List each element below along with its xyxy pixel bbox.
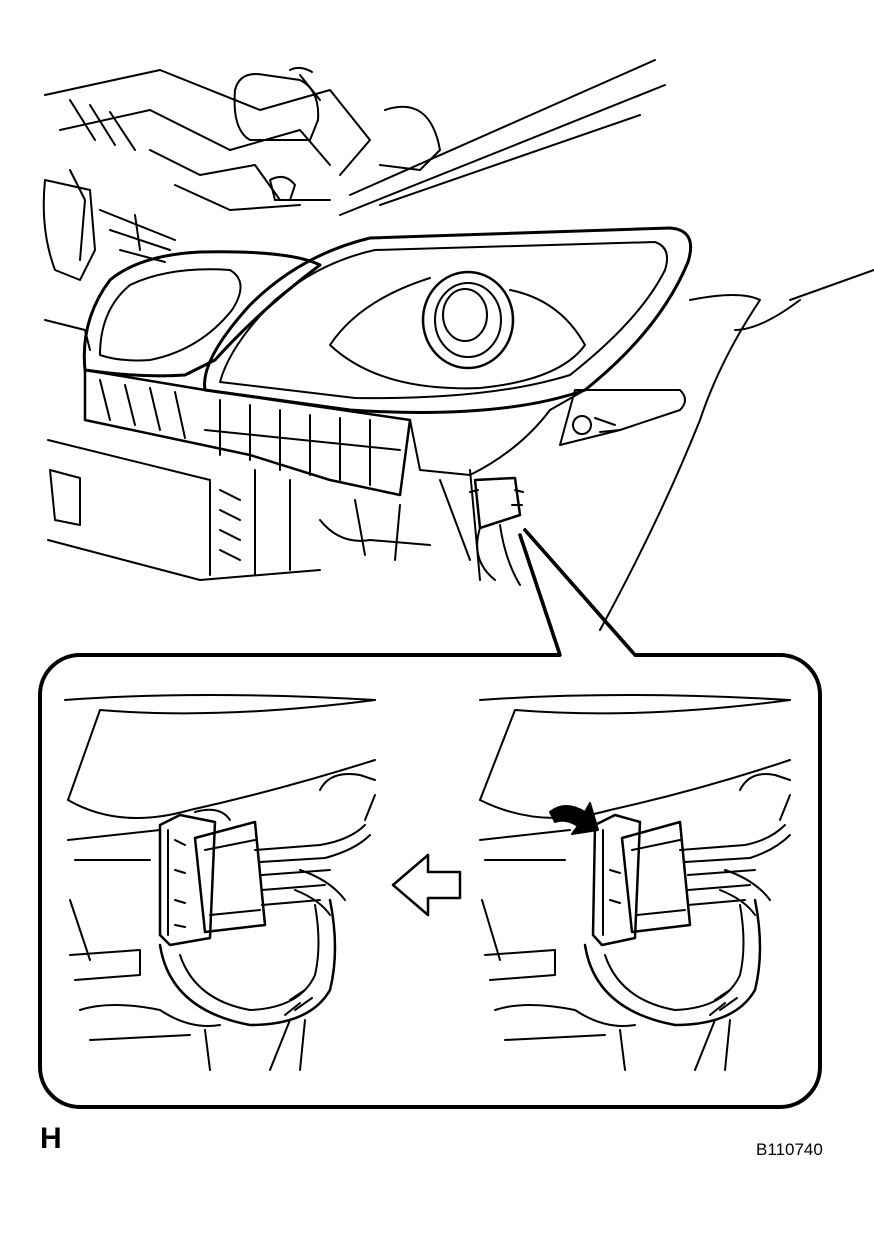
section-letter-label: H: [40, 1122, 62, 1155]
direction-arrow-left: [391, 853, 462, 917]
engine-bay-illustration: [42, 59, 874, 631]
detail-inset: [38, 528, 822, 1109]
headlamp-assembly: [82, 226, 693, 586]
figure-code-label: B110740: [756, 1140, 823, 1159]
panel-left-disconnected: [64, 694, 376, 1071]
panel-right-connected: [479, 694, 791, 1071]
